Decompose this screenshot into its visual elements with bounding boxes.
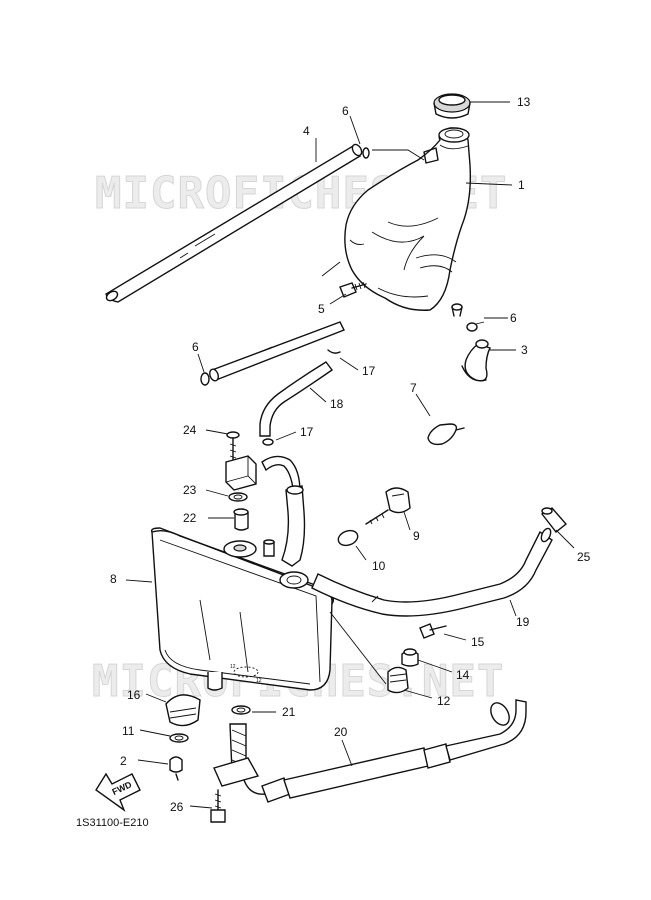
part-10-o-ring: [337, 529, 359, 547]
callout-26: 26: [170, 800, 184, 814]
callout-22: 24: [183, 423, 197, 437]
part-5-bolt: [339, 281, 367, 298]
part-16-drain-cap: [165, 694, 201, 727]
hose-to-filler: [261, 455, 306, 567]
callout-17a: 17: [362, 364, 376, 378]
callout-19: 19: [516, 615, 530, 629]
part-22-bolt: [226, 431, 240, 463]
callout-11: 2: [120, 754, 127, 768]
flange-mark-left: 12: [230, 664, 236, 670]
callout-6b: 6: [510, 311, 517, 325]
callout-6a: 6: [342, 104, 349, 118]
callouts: 13 1 4 6 5 6 3 6 17 18 7 24 17 23 22 8 9…: [110, 95, 591, 814]
callout-8: 8: [110, 572, 117, 586]
flange-mark-right: 12: [256, 678, 262, 684]
callout-13: 12: [437, 694, 451, 708]
part-11-bolt: [169, 756, 183, 781]
part-21-washer: [228, 492, 248, 502]
leader-lines: [125, 101, 575, 809]
part-25-o-ring: [231, 705, 251, 715]
part-6-clip-left: [200, 372, 210, 386]
part-14-grommet: [401, 648, 419, 667]
part-15-bolt: [419, 623, 447, 639]
callout-4: 4: [303, 124, 310, 138]
part-9-plug: [365, 487, 411, 525]
callout-10: 10: [372, 559, 386, 573]
callout-5: 5: [318, 302, 325, 316]
part-13-sensor: [387, 666, 409, 694]
part-23-fitting: [540, 507, 568, 533]
part-6-clip-right: [466, 321, 485, 332]
callout-2: 13: [517, 95, 531, 109]
bracket-block: [225, 455, 257, 491]
part-8-oil-tank: 12 12: [150, 527, 335, 691]
part-26-bolt: [210, 789, 226, 823]
part-19-hose: [311, 527, 553, 617]
callout-17b: 17: [300, 425, 314, 439]
callout-23: 25: [577, 550, 591, 564]
callout-18: 18: [330, 397, 344, 411]
part-18-hose: [259, 361, 333, 437]
callout-12: 11: [122, 724, 135, 738]
callout-7: 7: [410, 381, 417, 395]
part-17-clip-mid: [262, 438, 274, 446]
callout-3: 3: [521, 343, 528, 357]
callout-9: 9: [413, 529, 420, 543]
callout-24: 20: [334, 725, 348, 739]
callout-25: 21: [282, 705, 296, 719]
part-1-oil-reservoir: [344, 127, 472, 317]
part-17-clip-top: [327, 349, 341, 354]
hose-left: [209, 321, 345, 382]
part-20-collar: [233, 508, 249, 531]
part-3-hose: [461, 339, 491, 382]
fwd-arrow-icon: FWD: [95, 772, 141, 812]
strainer-pipe: [213, 723, 267, 795]
part-6-clip-top: [362, 147, 370, 159]
callout-6c: 6: [192, 340, 199, 354]
callout-15: 15: [471, 635, 485, 649]
callout-20: 22: [183, 511, 197, 525]
callout-16: 16: [127, 688, 141, 702]
part-24-hose: [261, 699, 527, 803]
diagram-code: 1S31100-E210: [76, 817, 149, 829]
callout-21: 23: [183, 483, 197, 497]
callout-1: 1: [518, 178, 525, 192]
callout-14: 14: [456, 668, 470, 682]
part-12-washer: [169, 733, 189, 743]
part-2-reservoir-cap: [433, 93, 471, 119]
part-4-breather-tube: [105, 143, 363, 303]
part-7-clamp: [427, 423, 465, 446]
